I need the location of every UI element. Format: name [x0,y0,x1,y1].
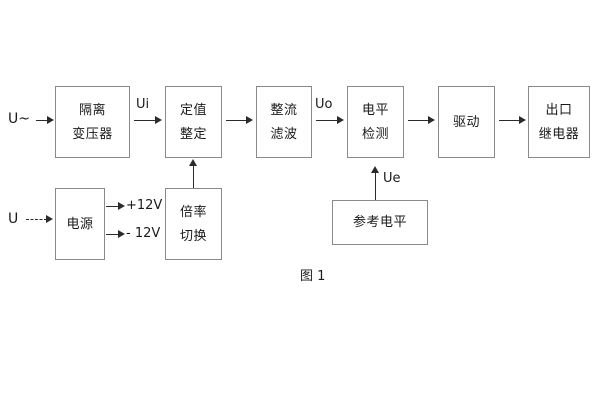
block-power-supply-line-1: 电源 [66,216,94,232]
connector-reference-level-to-level-detection [375,172,376,200]
arrowhead-ac-input-to-isolation-transformer [47,116,54,124]
connector-ac-input-to-isolation-transformer [36,120,48,121]
block-multiplier-switch-line-1: 倍率 [179,204,207,220]
block-setpoint-setting-line-1: 定值 [179,102,207,118]
connector-power-supply-rail-positive [106,206,120,207]
arrowhead-power-supply-rail-negative [118,230,125,238]
block-multiplier-switch-line-2: 切换 [179,228,207,244]
label-uo: Uo [315,97,333,112]
block-power-supply: 电源 [55,188,105,260]
block-setpoint-setting-line-2: 整定 [179,126,207,142]
block-isolation-transformer: 隔离 变压器 [55,86,130,158]
block-drive: 驱动 [438,86,495,158]
block-output-relay-line-1: 出口 [545,102,573,118]
arrowhead-drive-to-output-relay [519,116,526,124]
block-setpoint-setting: 定值 整定 [165,86,222,158]
connector-isolation-transformer-to-setpoint [134,120,156,121]
arrowhead-rectify-filter-to-level-detection [337,116,344,124]
block-output-relay-line-2: 继电器 [538,126,580,142]
arrowhead-power-supply-rail-positive [118,202,125,210]
arrowhead-reference-level-to-level-detection [371,166,379,173]
block-level-detection-line-1: 电平 [361,102,389,118]
label-rail-positive: +12V [126,198,163,213]
connector-drive-to-output-relay [499,120,521,121]
arrowhead-dc-input-to-power-supply [46,215,53,223]
connector-multiplier-switch-to-setpoint [193,165,194,188]
connector-rectify-filter-to-level-detection [316,120,338,121]
connector-dc-input-to-power-supply [26,219,47,220]
connector-level-detection-to-drive [408,120,430,121]
block-reference-level: 参考电平 [332,200,428,245]
block-isolation-transformer-line-1: 隔离 [78,102,106,118]
block-level-detection: 电平 检测 [347,86,404,158]
block-drive-line-1: 驱动 [452,114,480,130]
connector-setpoint-to-rectify-filter [226,120,248,121]
arrowhead-setpoint-to-rectify-filter [246,116,253,124]
block-multiplier-switch: 倍率 切换 [165,188,222,260]
label-rail-negative: - 12V [126,226,161,241]
label-ac-input: U~ [8,111,30,127]
arrowhead-isolation-transformer-to-setpoint [155,116,162,124]
label-ui: Ui [136,97,150,112]
block-reference-level-line-1: 参考电平 [352,215,407,230]
block-rectify-filter: 整流 滤波 [256,86,312,158]
block-output-relay: 出口 继电器 [528,86,590,158]
label-dc-input: U [8,211,19,227]
connector-power-supply-rail-negative [106,234,120,235]
label-ue: Ue [383,171,401,186]
block-isolation-transformer-line-2: 变压器 [72,126,113,142]
block-rectify-filter-line-1: 整流 [270,102,298,118]
block-level-detection-line-2: 检测 [361,126,389,142]
arrowhead-multiplier-switch-to-setpoint [189,159,197,166]
figure-caption: 图 1 [300,269,326,284]
block-rectify-filter-line-2: 滤波 [270,126,298,142]
arrowhead-level-detection-to-drive [428,116,435,124]
